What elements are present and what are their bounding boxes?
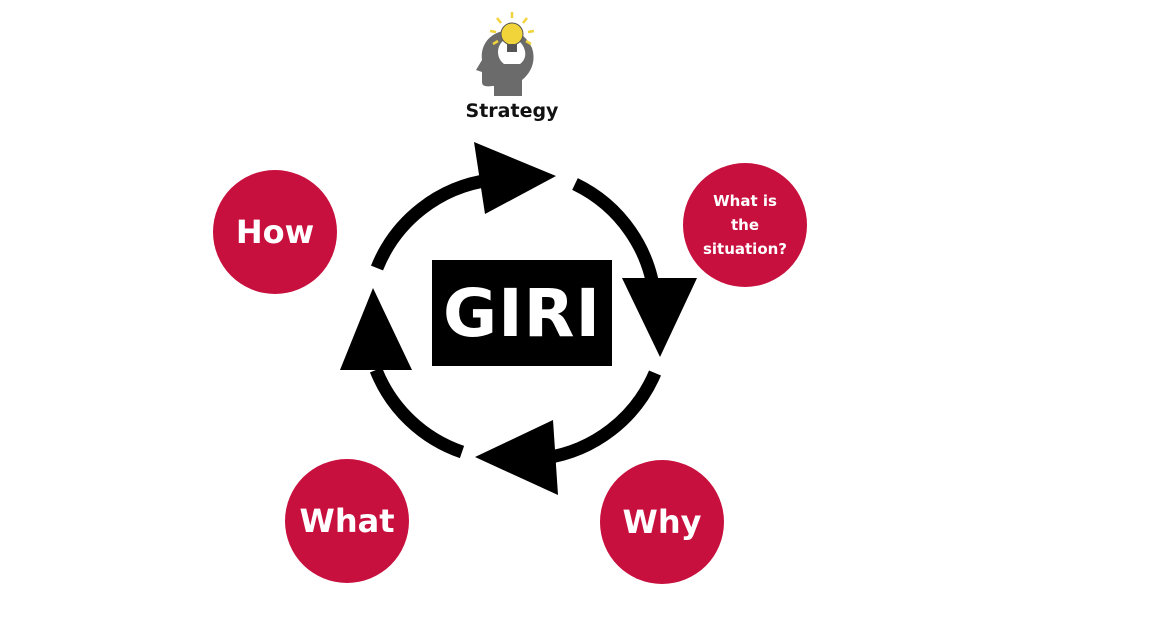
arrow-arc-bottom-left: [369, 367, 465, 459]
node-situation: What is the situation?: [683, 163, 807, 287]
giri-title: GIRI: [432, 260, 612, 366]
arrow-arc-top-left: [370, 173, 491, 271]
node-why: Why: [600, 460, 724, 584]
arrowhead-2: [622, 278, 697, 357]
node-how: How: [213, 170, 337, 294]
arrowhead-1: [474, 142, 556, 214]
head-lightbulb-icon: [476, 12, 535, 96]
arrowhead-4: [340, 288, 412, 370]
arrowhead-3: [475, 420, 558, 495]
strategy-label: Strategy: [465, 100, 559, 122]
arrow-arc-bottom-right: [543, 370, 661, 465]
node-what: What: [285, 459, 409, 583]
